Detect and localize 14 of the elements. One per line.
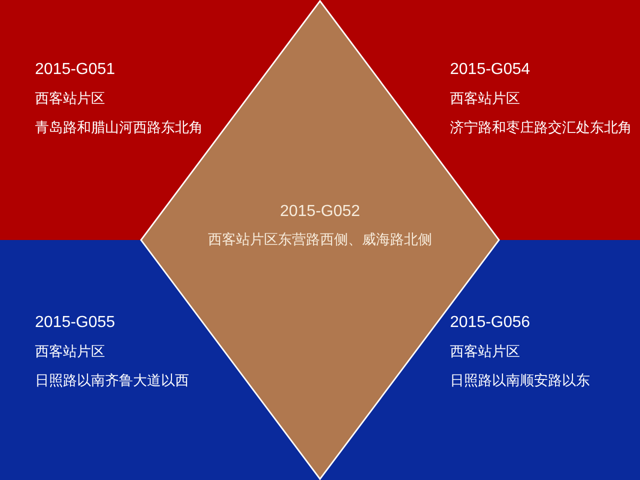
district-name: 西客站片区	[450, 343, 520, 362]
location-text: 青岛路和腊山河西路东北角	[35, 119, 203, 138]
plot-code: 2015-G056	[450, 313, 530, 333]
plot-code: 2015-G054	[450, 60, 530, 80]
location-text: 日照路以南齐鲁大道以西	[35, 372, 189, 391]
district-name: 西客站片区	[35, 90, 105, 109]
district-name: 西客站片区	[35, 343, 105, 362]
location-text: 西客站片区东营路西侧、威海路北侧	[207, 231, 433, 250]
plot-code: 2015-G051	[35, 60, 116, 80]
district-name: 西客站片区	[450, 90, 520, 109]
plot-code: 2015-G052	[278, 202, 362, 222]
location-text: 济宁路和枣庄路交汇处东北角	[450, 119, 632, 138]
location-text: 日照路以南顺安路以东	[450, 372, 590, 391]
plot-code: 2015-G055	[35, 313, 116, 333]
